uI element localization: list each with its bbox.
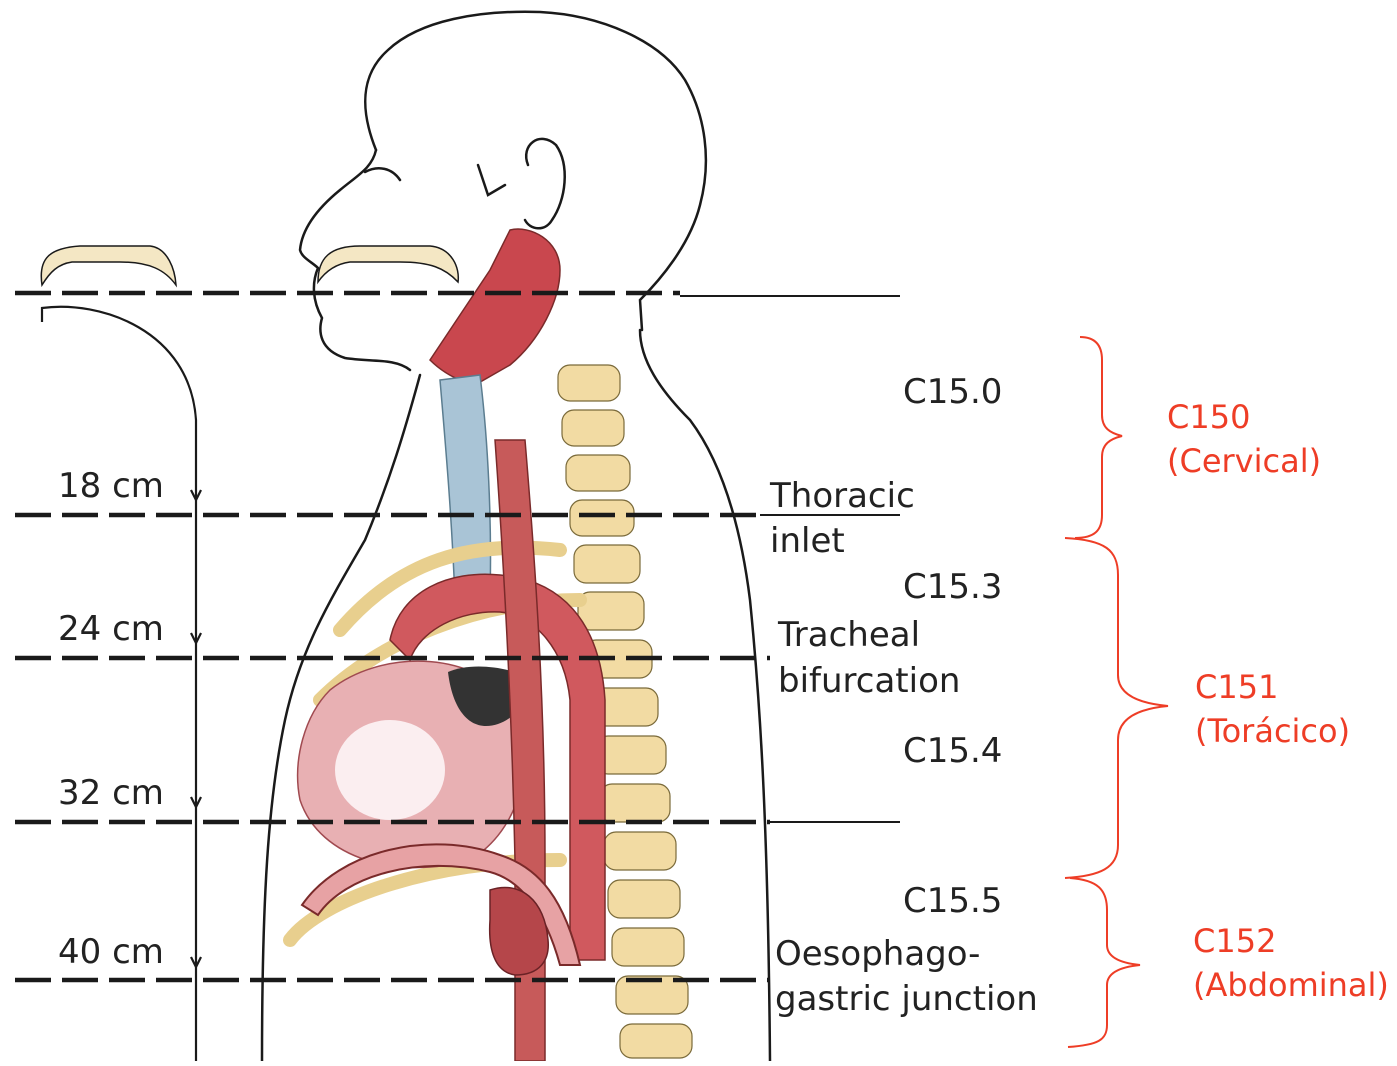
ear [525,139,565,228]
eye-brow [365,168,400,180]
landmark-thoracic-inlet-line2: inlet [770,521,845,561]
landmark-ogj-line1: Oesophago- [775,934,980,974]
landmark-tracheal-line2: bifurcation [778,661,960,701]
trachea [440,375,491,600]
distance-label-40: 40 cm [58,932,164,972]
brace-thoracic-icon [1065,538,1168,878]
landmark-tracheal-line1: Tracheal [777,615,920,655]
landmark-ogj-line2: gastric junction [775,979,1038,1019]
region-code-thoracic: C151 [1195,668,1278,706]
region-name-thoracic: (Torácico) [1195,712,1350,750]
distance-label-18: 18 cm [58,466,164,506]
segment-label-c153: C15.3 [903,567,1002,607]
region-code-abdominal: C152 [1193,922,1276,960]
landmark-thoracic-inlet-line1: Thoracic [769,476,915,516]
nose [478,165,505,195]
region-name-abdominal: (Abdominal) [1193,966,1389,1004]
distance-label-24: 24 cm [58,609,164,649]
region-braces [1065,337,1168,1047]
denture-left-icon [41,246,176,285]
neck-muscle [430,229,560,385]
brace-abdominal-icon [1068,878,1140,1047]
lung-highlight [335,720,445,820]
brace-cervical-icon [1075,337,1122,538]
distance-label-32: 32 cm [58,773,164,813]
segment-label-c150: C15.0 [903,372,1002,412]
denture-mouth-icon [318,246,458,282]
region-code-cervical: C150 [1167,398,1250,436]
region-name-cervical: (Cervical) [1167,442,1321,480]
segment-label-c154: C15.4 [903,731,1002,771]
region-labels: C150 (Cervical) C151 (Torácico) C152 (Ab… [1167,398,1389,1004]
segment-label-c155: C15.5 [903,881,1002,921]
